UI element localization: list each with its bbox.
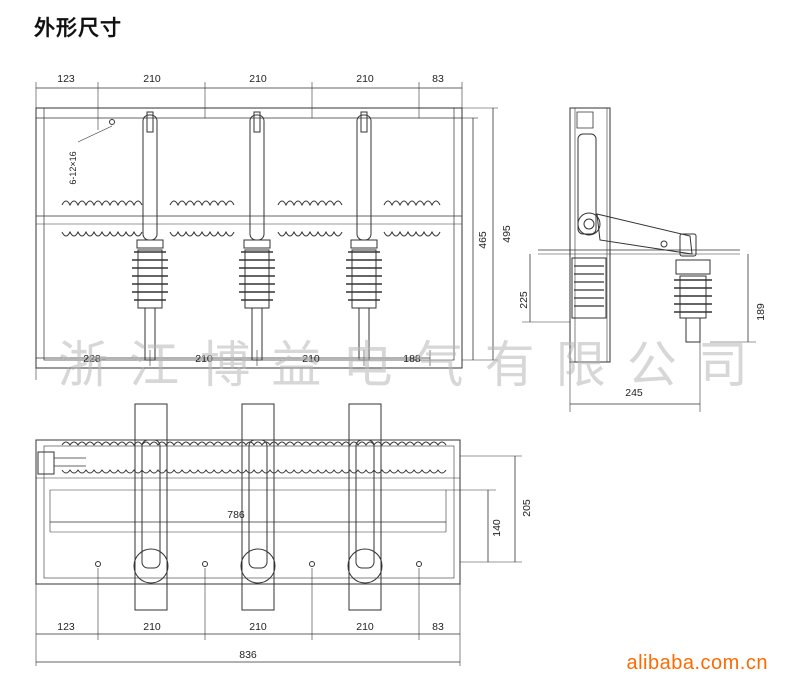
top-inner-width: 786: [227, 509, 245, 521]
top-bottom-dim-4: 210: [356, 621, 374, 633]
front-view: [35, 82, 498, 380]
hole-spec-label: 6-12×16: [68, 151, 78, 184]
top-bottom-dim-1: 123: [57, 621, 75, 633]
front-top-dim-1: 123: [57, 73, 75, 85]
hole-icon: [202, 561, 208, 567]
top-phase-3: [347, 403, 383, 611]
alibaba-logo: alibaba.com.cn: [626, 652, 768, 674]
top-bottom-dim-5: 83: [432, 621, 444, 633]
top-bottom-dim-2: 210: [143, 621, 161, 633]
hole-icon: [416, 561, 422, 567]
side-view: [522, 107, 756, 412]
hole-icon: [95, 561, 101, 567]
top-phase-2: [240, 403, 276, 611]
front-height-inner: 465: [477, 231, 489, 249]
top-frame: [35, 439, 461, 585]
side-width-bottom: 245: [625, 387, 643, 399]
front-frame: [35, 107, 463, 369]
top-bottom-dim-3: 210: [249, 621, 267, 633]
top-view: [35, 403, 522, 666]
front-phase-1: [132, 111, 168, 361]
hole-icon: [309, 561, 315, 567]
mounting-hole-icon: [109, 119, 115, 125]
top-phase-1: [133, 403, 169, 611]
top-height-outer: 205: [521, 499, 533, 517]
front-top-dim-4: 210: [356, 73, 374, 85]
front-bottom-dim-3: 210: [302, 353, 320, 365]
front-height-outer: 495: [501, 225, 513, 243]
top-height-inner: 140: [491, 519, 503, 537]
company-watermark: 浙江博益电气有限公司: [58, 336, 748, 394]
front-bottom-dim-2: 210: [195, 353, 213, 365]
operating-shaft: [37, 451, 55, 475]
front-top-dim-5: 83: [432, 73, 444, 85]
front-phase-2: [239, 111, 275, 361]
side-height-lower: 225: [518, 291, 530, 309]
front-phase-3: [346, 111, 382, 361]
front-bottom-dim-4: 188: [403, 353, 421, 365]
page-title: 外形尺寸: [34, 16, 122, 40]
front-top-dim-3: 210: [249, 73, 267, 85]
front-top-dim-2: 210: [143, 73, 161, 85]
front-bottom-dim-1: 228: [83, 353, 101, 365]
top-total-width: 836: [239, 649, 257, 661]
side-height-right: 189: [755, 303, 767, 321]
